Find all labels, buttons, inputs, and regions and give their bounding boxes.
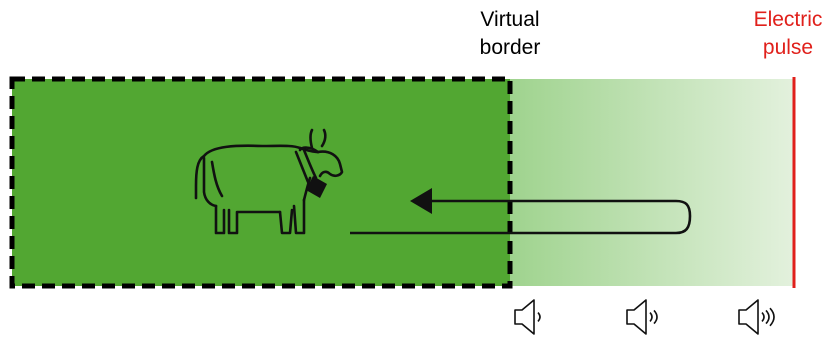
sound-wave (537, 312, 541, 322)
collar-device (306, 176, 327, 198)
virtual-border-label-line1: Virtual (480, 8, 540, 31)
electric-pulse-label-line2: pulse (762, 36, 814, 59)
pasture-area (12, 79, 510, 286)
speaker-icons (514, 299, 775, 335)
sound-wave (761, 312, 765, 322)
electric-pulse-label: Electric pulse (718, 6, 838, 62)
sound-wave (769, 307, 775, 327)
speaker-body (514, 299, 535, 335)
speaker-high-icon (738, 299, 775, 335)
arrow-head (410, 188, 432, 214)
electric-pulse-label-line1: Electric (753, 8, 823, 31)
virtual-border-label-line2: border (479, 36, 541, 59)
sound-wave (653, 309, 658, 325)
sound-wave (765, 309, 770, 325)
speaker-medium-icon (626, 299, 658, 335)
return-path-arrow (350, 199, 692, 235)
virtual-border-label: Virtual border (430, 6, 590, 62)
speaker-body (626, 299, 647, 335)
sound-wave (649, 312, 653, 322)
speaker-body (738, 299, 759, 335)
warning-zone (510, 79, 794, 286)
cow-with-collar-icon (194, 128, 344, 235)
virtual-border-outline (9, 76, 513, 289)
speaker-low-icon (514, 299, 541, 335)
